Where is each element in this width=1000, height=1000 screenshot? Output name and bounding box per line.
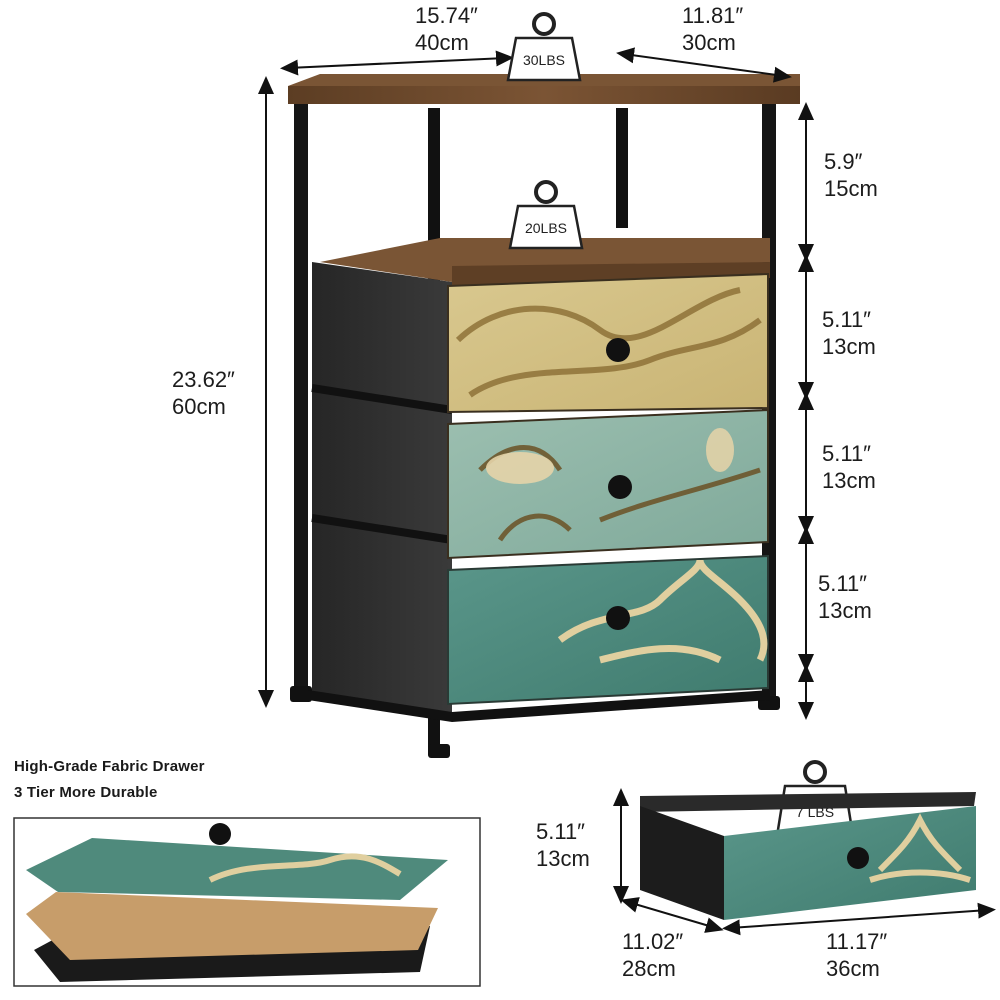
fabric-layers-inset bbox=[13, 817, 481, 987]
drawer-detail-depth-label: 11.02″28cm bbox=[622, 929, 684, 981]
back-leg-right bbox=[616, 108, 628, 228]
drawer-bottom[interactable] bbox=[447, 554, 769, 706]
drawer-height-label-1: 5.11″13cm bbox=[822, 307, 876, 359]
feature-line-1: High-Grade Fabric Drawer bbox=[14, 758, 205, 775]
drawer-detail-height-label: 5.11″13cm bbox=[536, 819, 590, 871]
total-height-label: 23.62″60cm bbox=[172, 367, 235, 419]
top-depth-label: 11.81″30cm bbox=[682, 3, 744, 55]
drawer-knob-bottom[interactable] bbox=[606, 606, 630, 630]
shelf-height-label: 5.9″15cm bbox=[824, 149, 878, 201]
weight-label-top: 30LBS bbox=[523, 52, 565, 68]
drawer-detail-knob bbox=[847, 847, 869, 869]
front-leg-left bbox=[294, 100, 308, 690]
feature-line-2: 3 Tier More Durable bbox=[14, 784, 158, 801]
drawer-knob-top[interactable] bbox=[606, 338, 630, 362]
drawer-detail bbox=[640, 792, 976, 920]
drawer-knob-middle[interactable] bbox=[608, 475, 632, 499]
drawer-detail-width-label: 11.17″36cm bbox=[826, 929, 888, 981]
knob-icon bbox=[209, 823, 231, 845]
drawer-height-label-2: 5.11″13cm bbox=[822, 441, 876, 493]
weight-icon-shelf: 20LBS bbox=[508, 180, 584, 250]
drawer-height-label-3: 5.11″13cm bbox=[818, 571, 872, 623]
top-width-label: 15.74″40cm bbox=[415, 3, 478, 55]
nightstand bbox=[288, 74, 800, 758]
weight-icon-top: 30LBS bbox=[506, 12, 582, 82]
side-fabric-panel bbox=[312, 262, 452, 718]
weight-label-shelf: 20LBS bbox=[525, 220, 567, 236]
layer-board bbox=[26, 892, 438, 960]
shelf-board bbox=[320, 238, 770, 282]
dimension-arrows bbox=[258, 47, 996, 936]
